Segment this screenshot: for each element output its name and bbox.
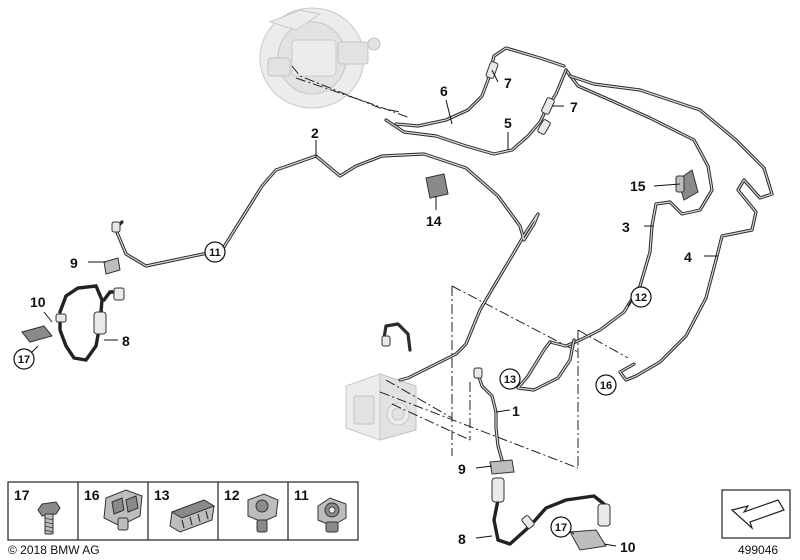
abs-unit-ghost bbox=[345, 373, 417, 441]
callout-8-left: 8 bbox=[122, 333, 130, 349]
hex-bolt-icon bbox=[37, 501, 61, 535]
svg-text:13: 13 bbox=[154, 487, 170, 503]
circled-callout-16: 16 bbox=[595, 374, 617, 396]
callout-14: 14 bbox=[426, 213, 442, 229]
callout-9-left: 9 bbox=[70, 255, 78, 271]
callout-labels: 1 2 3 4 5 6 7 7 8 8 9 9 10 10 14 15 bbox=[30, 75, 692, 555]
circled-callouts: 11 12 13 16 17 17 bbox=[13, 241, 652, 538]
orientation-arrow-icon bbox=[730, 499, 785, 530]
callout-15: 15 bbox=[630, 178, 646, 194]
brake-hose-right bbox=[489, 459, 611, 551]
callout-5: 5 bbox=[504, 115, 512, 131]
clip-14-part bbox=[425, 173, 449, 199]
legend-item-13: 13 bbox=[154, 487, 216, 533]
leader-lines bbox=[27, 69, 718, 547]
svg-text:13: 13 bbox=[504, 374, 516, 386]
legend-item-16: 16 bbox=[84, 487, 143, 531]
clip-15-part bbox=[675, 169, 699, 201]
svg-text:17: 17 bbox=[555, 522, 567, 534]
parts-legend: 17 16 13 12 bbox=[7, 481, 359, 541]
push-clip-icon bbox=[247, 493, 279, 533]
brake-pipe-2 bbox=[111, 152, 540, 382]
svg-text:12: 12 bbox=[635, 292, 647, 304]
svg-text:16: 16 bbox=[84, 487, 100, 503]
circled-callout-13: 13 bbox=[499, 368, 521, 390]
callout-10-left: 10 bbox=[30, 294, 46, 310]
svg-text:16: 16 bbox=[600, 380, 612, 392]
callout-2: 2 bbox=[311, 125, 319, 141]
legend-item-12: 12 bbox=[224, 487, 279, 533]
callout-3: 3 bbox=[622, 219, 630, 235]
circled-callout-17-right: 17 bbox=[550, 516, 572, 538]
circled-callout-11: 11 bbox=[204, 241, 226, 263]
callout-7-upper: 7 bbox=[504, 75, 512, 91]
svg-text:12: 12 bbox=[224, 487, 240, 503]
callout-1: 1 bbox=[512, 403, 520, 419]
double-pipe-clip-icon bbox=[103, 489, 143, 531]
callout-10-right: 10 bbox=[620, 539, 636, 555]
callout-6: 6 bbox=[440, 83, 448, 99]
copyright-notice: © 2018 BMW AG bbox=[8, 543, 100, 557]
callout-7-lower: 7 bbox=[570, 99, 578, 115]
brake-hose-left bbox=[21, 257, 125, 362]
legend-item-17: 17 bbox=[14, 487, 61, 535]
brake-pipes-3-4 bbox=[516, 68, 774, 392]
multi-pipe-clip-icon bbox=[169, 499, 216, 533]
circled-callout-17-left: 17 bbox=[13, 348, 35, 370]
svg-text:11: 11 bbox=[209, 247, 221, 259]
callout-8-right: 8 bbox=[458, 531, 466, 547]
assembly-guide-lines bbox=[291, 65, 629, 469]
circled-callout-12: 12 bbox=[630, 286, 652, 308]
callout-9-right: 9 bbox=[458, 461, 466, 477]
legend-item-11: 11 bbox=[294, 487, 347, 533]
svg-text:17: 17 bbox=[18, 354, 30, 366]
svg-text:17: 17 bbox=[14, 487, 30, 503]
diagram-number: 499046 bbox=[738, 543, 778, 557]
pipe-clip-icon bbox=[317, 497, 347, 533]
brake-booster-ghost bbox=[259, 7, 381, 109]
callout-4: 4 bbox=[684, 249, 692, 265]
diagram-reference: 499046 bbox=[721, 489, 791, 557]
svg-text:11: 11 bbox=[294, 487, 309, 503]
brake-pipes-5-6 bbox=[384, 46, 568, 156]
